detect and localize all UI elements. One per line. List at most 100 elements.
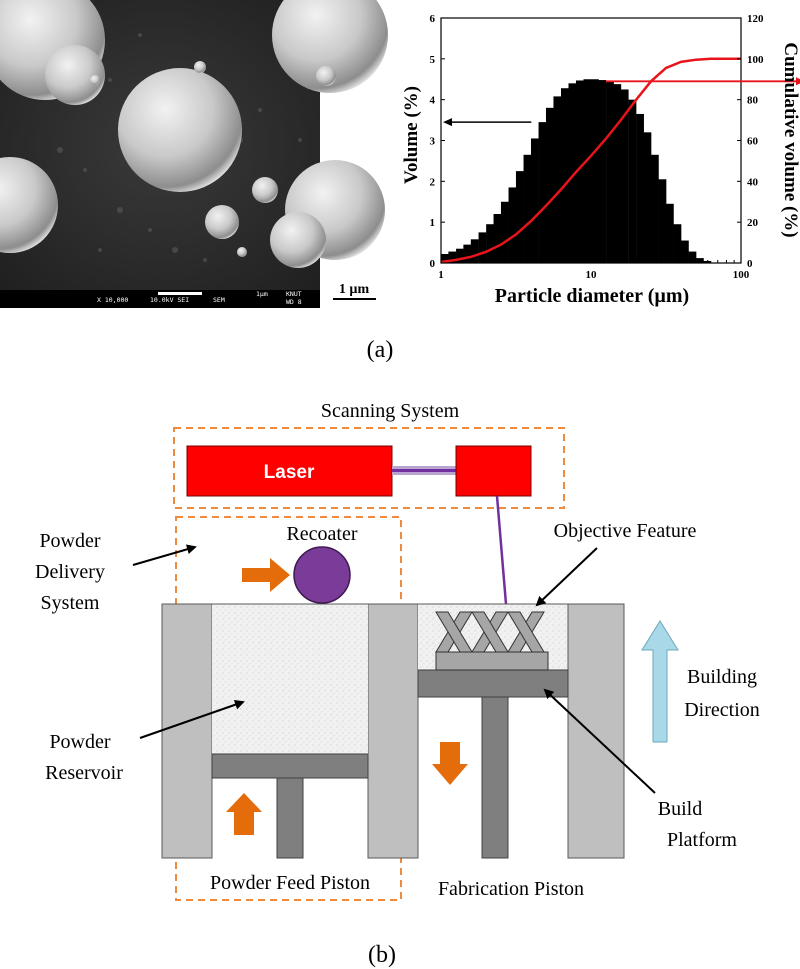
sem-micrograph: X 10,000 10.0kV SEI SEM 1µm KNUT WD 8 1 … [0,0,388,308]
y2-tick-label: 60 [747,136,759,148]
y-tick-label: 5 [430,54,436,66]
build-platform [417,669,569,698]
sem-info-wd: WD 8 [286,298,302,306]
sem-image: X 10,000 10.0kV SEI SEM 1µm KNUT WD 8 1 … [0,0,388,308]
histogram-bar [561,88,569,263]
y2-tick-label: 80 [747,95,759,107]
powder-feed-up-arrow [226,793,262,835]
objective-feature-label: Objective Feature [554,520,697,542]
powder-delivery-line1: Powder [39,530,100,552]
build-platform-line1: Build [658,798,702,820]
build-platform-pointer [543,688,656,794]
powder-feed-plate [211,753,369,779]
histogram-bar [688,251,697,263]
y2-tick-label: 20 [747,217,759,229]
histogram-bar [553,96,562,264]
panel-a: X 10,000 10.0kV SEI SEM 1µm KNUT WD 8 1 … [0,0,800,380]
histogram-bar [598,80,607,263]
histogram-bar [493,214,502,263]
y-tick-label: 2 [430,176,436,188]
histogram-bar [591,79,599,263]
histogram-bar [568,83,577,263]
y-tick-label: 1 [430,217,436,229]
volume-axis-indicator-head [443,118,452,127]
histogram-bar [650,154,659,263]
building-direction-arrow [641,620,679,743]
histogram-bar [441,254,449,263]
histogram-bar [628,99,637,264]
recoater-roller [293,546,351,604]
histogram-bar [575,80,584,263]
sem-info-scale: 1µm [256,290,268,298]
caption-a: (a) [366,337,394,363]
building-direction-line1: Building [687,666,757,688]
y-tick-label: 0 [430,258,436,270]
fabrication-rod [481,696,509,859]
histogram-bar [636,113,644,263]
right-outer-wall [567,603,625,859]
y-tick-label: 4 [430,95,436,107]
y2-axis-label: Cumulative volume (%) [780,42,800,237]
scale-bar-label: 1 µm [339,282,370,297]
histogram-bar [680,240,689,263]
histogram-bar [523,154,532,263]
histogram-bar [620,89,629,263]
scanner-head [455,445,532,497]
x-axis-label: Particle diameter (µm) [495,285,689,307]
histogram-bar [470,239,479,263]
scanning-system-label: Scanning System [321,400,460,422]
y2-tick-label: 40 [747,176,759,188]
y2-tick-label: 120 [747,13,764,25]
powder-delivery-line2: Delivery [35,561,105,583]
histogram-bar [606,81,614,264]
recoater-label: Recoater [286,523,357,545]
y2-tick-label: 0 [747,258,753,270]
sem-info-voltage: 10.0kV SEI [150,296,189,304]
y-axis-label: Volume (%) [401,86,422,184]
powder-reservoir [212,604,368,754]
histogram-bar [448,251,457,263]
powder-reservoir-line1: Powder [49,731,110,753]
laser-label: Laser [264,462,315,483]
objective-feature-lattice [435,611,549,671]
sem-info-magnification: X 10,000 [97,296,128,304]
sem-info-lab: KNUT [286,290,302,298]
histogram-bar [545,107,554,263]
building-direction-line2: Direction [684,699,760,721]
cumulative-volume-line [440,57,741,264]
left-outer-wall [161,603,213,859]
y-tick-label: 3 [430,136,436,148]
middle-wall [367,603,419,859]
fabrication-down-arrow [432,742,468,785]
histogram-bar [643,132,652,263]
sem-info-mode: SEM [213,296,225,304]
histogram-bar [583,79,592,263]
histogram-bar [508,187,517,263]
powder-delivery-pointer [132,544,197,566]
histogram-bar [456,248,464,263]
x-tick-label: 10 [586,269,598,281]
recoater-motion-arrow [242,558,290,592]
powder-delivery-line3: System [41,592,100,614]
histogram-bar [613,84,622,264]
powder-feed-rod [276,777,304,859]
powder-feed-piston-label: Powder Feed Piston [210,872,370,894]
powder-reservoir-line2: Reservoir [45,762,123,784]
histogram-bar [695,258,704,263]
scanning-system-box [173,427,565,509]
y2-tick-label: 100 [747,54,764,66]
histogram-bar [463,244,472,263]
histogram-bar [478,232,487,263]
histogram-bar [500,201,509,263]
histogram-bar [538,122,547,263]
powder-reservoir-pointer [139,699,245,739]
histogram-bar [658,179,667,263]
histogram-bar [515,171,524,263]
cumulative-axis-indicator-head [796,77,800,86]
histogram-bar [673,224,682,263]
panel-b-diagram: Scanning System Laser Recoater Building … [35,400,760,968]
fabrication-piston-label: Fabrication Piston [438,878,584,900]
caption-b: (b) [368,942,396,968]
histogram-bar [665,203,674,263]
